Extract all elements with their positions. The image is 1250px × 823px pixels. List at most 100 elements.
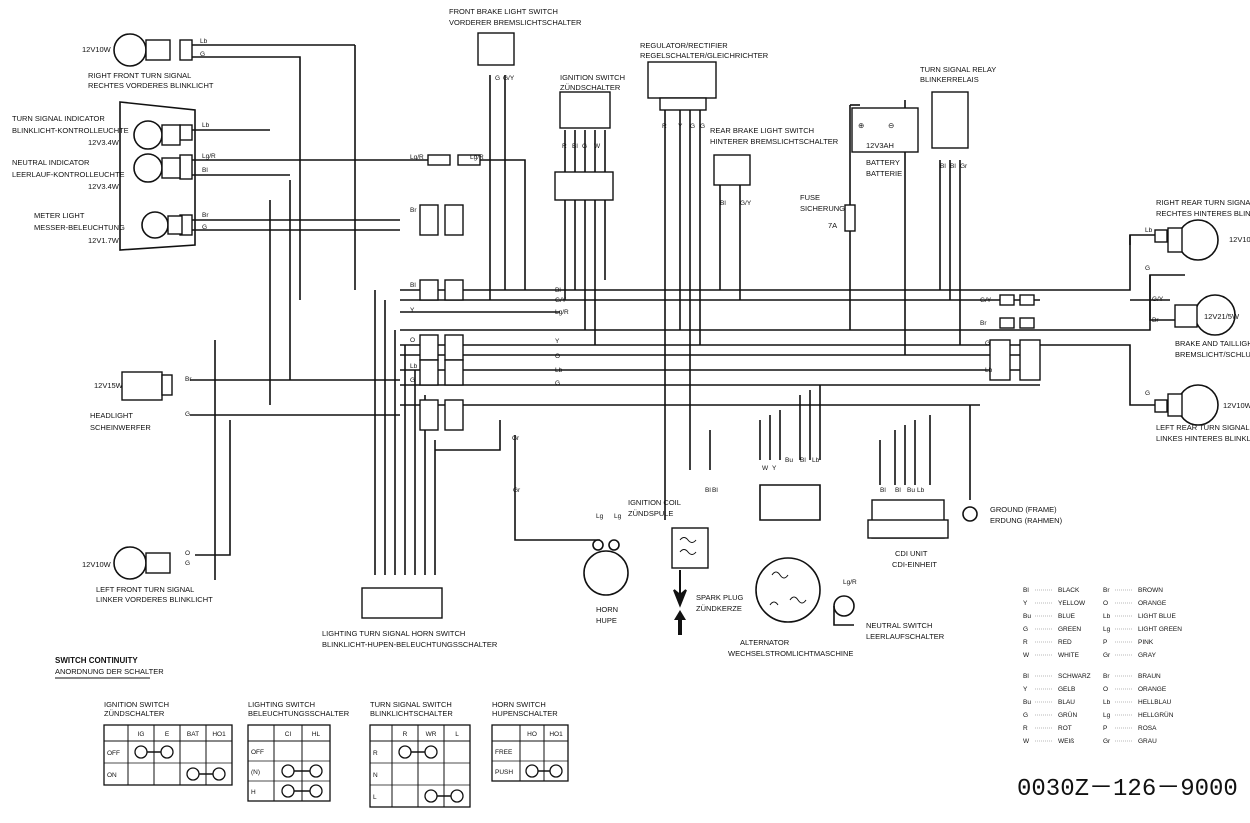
rating: 12V10W — [82, 560, 112, 569]
label: REGULATOR/RECTIFIER — [640, 41, 728, 50]
rating: 12V3.4W — [88, 138, 120, 147]
label-de: VORDERER BREMSLICHTSCHALTER — [449, 18, 582, 27]
legend-color-name: YELLOW — [1058, 600, 1086, 607]
continuity-table-title-de: BELEUCHTUNGSSCHALTER — [248, 709, 350, 718]
label: IGNITION COIL — [628, 498, 681, 507]
continuity-dot — [281, 764, 295, 778]
legend-abbr: P — [1103, 639, 1107, 646]
continuity-row-label: PUSH — [495, 769, 513, 776]
wire-color-tag: Bl — [880, 487, 886, 494]
continuity-table-title: LIGHTING SWITCH — [248, 700, 315, 709]
wire-color-tag: Gr — [960, 163, 968, 170]
wire-color-tag: Br — [1152, 317, 1159, 324]
legend-abbr: Bu — [1023, 613, 1031, 620]
continuity-table-title: TURN SIGNAL SWITCH — [370, 700, 452, 709]
label-de: LINKER VORDERES BLINKLICHT — [96, 595, 213, 604]
legend-abbr: Gr — [1103, 652, 1111, 659]
legend-color-name: GRÜN — [1058, 711, 1077, 719]
label-de: LEERLAUF-KONTROLLEUCHTE — [12, 170, 125, 179]
label: RIGHT REAR TURN SIGNAL — [1156, 198, 1250, 207]
spark-plug: SPARK PLUG ZÜNDKERZE — [673, 570, 744, 635]
turn-signal-relay: TURN SIGNAL RELAY BLINKERRELAIS — [920, 65, 996, 149]
wire-color-tag: R — [562, 143, 567, 150]
legend-abbr: Bu — [1023, 699, 1031, 706]
label-de: MESSER-BELEUCHTUNG — [34, 223, 125, 232]
indicator-panel — [119, 101, 196, 251]
wire-color-tag: Lb — [1145, 227, 1153, 234]
wire-color-tag: Br — [410, 207, 417, 214]
continuity-row-label: (N) — [251, 769, 260, 776]
wire-color-tag: G — [1145, 265, 1150, 272]
continuity-dot — [309, 764, 323, 778]
legend-abbr: W — [1023, 738, 1030, 745]
label-de: BLINKERRELAIS — [920, 75, 979, 84]
continuity-dot — [450, 789, 464, 803]
rating: 12V10W — [1229, 235, 1250, 244]
wire-color-tag: Lg/R — [843, 579, 857, 586]
part-code: 0030Z－126－9000 — [1017, 776, 1238, 803]
wire-color-tag: G — [200, 51, 205, 58]
continuity-dot — [186, 767, 200, 781]
continuity-table-title-de: BLINKLICHTSCHALTER — [370, 709, 453, 718]
label: HORN — [596, 605, 618, 614]
label: BRAKE AND TAILLIGHT — [1175, 339, 1250, 348]
continuity-col-header: HO — [527, 731, 537, 738]
wire-color-tag: Lg/R — [410, 154, 424, 161]
turn-signal-indicator-label: TURN SIGNAL INDICATOR BLINKLICHT-KONTROL… — [12, 114, 129, 147]
legend-abbr: Bl — [1023, 673, 1029, 680]
label: ALTERNATOR — [740, 638, 790, 647]
legend-color-name: GREEN — [1058, 626, 1081, 633]
rating: 12V3AH — [866, 141, 894, 150]
label: LEFT REAR TURN SIGNAL — [1156, 423, 1250, 432]
label: IGNITION SWITCH — [560, 73, 625, 82]
wire-color-tag: O — [185, 550, 190, 557]
legend-color-name: GRAY — [1138, 652, 1157, 659]
rating: 12V15W — [94, 381, 124, 390]
label-de: WECHSELSTROMLICHTMASCHINE — [728, 649, 853, 658]
legend-color-name: GELB — [1058, 686, 1075, 693]
wire-color-tag: Y — [555, 338, 560, 345]
handlebar-switch: LIGHTING TURN SIGNAL HORN SWITCH BLINKLI… — [322, 587, 498, 649]
svg-text:⊕: ⊕ — [858, 121, 864, 130]
legend-color-name: BLUE — [1058, 613, 1076, 620]
wire-color-tag: Bl — [572, 143, 578, 150]
wire-color-tag: Y — [410, 307, 415, 314]
meter-light-label: METER LIGHT MESSER-BELEUCHTUNG 12V1.7W — [34, 211, 125, 245]
label-de: ZÜNDSCHALTER — [560, 83, 621, 92]
legend-abbr: Y — [1023, 686, 1028, 693]
legend-abbr: G — [1023, 626, 1028, 633]
continuity-row-label: R — [373, 750, 378, 757]
rating: 12V1.7W — [88, 236, 120, 245]
continuity-col-header: R — [403, 731, 408, 738]
wire-color-tag: Lb — [917, 487, 925, 494]
continuity-row-label: N — [373, 772, 378, 779]
continuity-dot — [424, 745, 438, 759]
wire-color-tag: Bu — [785, 457, 793, 464]
wire-color-tag: G — [185, 560, 190, 567]
wire-color-tag: G — [985, 340, 990, 347]
wire-color-tag: Lb — [812, 457, 820, 464]
continuity-dot — [160, 745, 174, 759]
legend-abbr: Lb — [1103, 699, 1111, 706]
wire-color-tag: Lb — [555, 367, 563, 374]
legend-color-name: WHITE — [1058, 652, 1080, 659]
ground-frame: GROUND (FRAME) ERDUNG (RAHMEN) — [962, 505, 1063, 525]
continuity-dot — [424, 789, 438, 803]
wire-color-tag: Bl — [940, 163, 946, 170]
wire-color-tag: O — [410, 337, 415, 344]
wire-color-tag: Lg/R — [202, 153, 216, 160]
rating: 12V3.4W — [88, 182, 120, 191]
wire-color-tag: Bu — [907, 487, 915, 494]
switch-continuity-title-de: ANORDNUNG DER SCHALTER — [55, 667, 164, 676]
legend-abbr: Lg — [1103, 712, 1111, 719]
legend-abbr: P — [1103, 725, 1107, 732]
wire-color-tag: G/Y — [980, 297, 992, 304]
continuity-table-title: HORN SWITCH — [492, 700, 546, 709]
continuity-row-label: OFF — [251, 749, 264, 756]
label: NEUTRAL INDICATOR — [12, 158, 90, 167]
legend-abbr: Lg — [1103, 626, 1111, 633]
rear-brake-light-switch: REAR BRAKE LIGHT SWITCH HINTERER BREMSLI… — [710, 126, 839, 186]
continuity-col-header: E — [165, 731, 170, 738]
label: NEUTRAL SWITCH — [866, 621, 932, 630]
